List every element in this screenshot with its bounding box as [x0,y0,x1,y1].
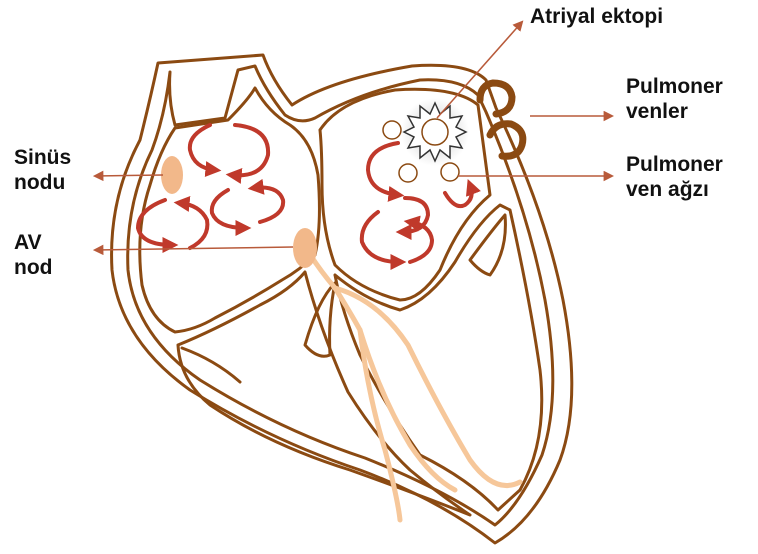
av-node [293,228,317,268]
av-node-label-line2: nod [14,255,52,280]
sinus-node-label-line2: nodu [14,170,71,195]
right-atrium-reentry-arrows [138,125,283,248]
left-atrium-reentry-arrows [362,143,472,262]
sinus-node-label: Sinüs nodu [14,145,71,195]
sinus-node-label-line1: Sinüs [14,145,71,170]
sinus-node [161,156,183,194]
pointer-lines [95,22,612,250]
av-node-label: AV nod [14,230,52,280]
pulmonary-veins-label: Pulmoner venler [626,74,723,124]
pulmonary-veins-label-line2: venler [626,99,723,124]
pulmonary-vein-ostium-label-line1: Pulmoner [626,152,723,177]
atrial-ectopic-focus [401,98,469,166]
atrial-ectopy-label: Atriyal ektopi [530,4,663,29]
pulmonary-veins-label-line1: Pulmoner [626,74,723,99]
pulmonary-vein-ostium-label: Pulmoner ven ağzı [626,152,723,202]
pulmonary-vein-ostium-label-line2: ven ağzı [626,177,723,202]
av-node-label-line1: AV [14,230,52,255]
atrial-ectopy-label-text: Atriyal ektopi [530,4,663,29]
